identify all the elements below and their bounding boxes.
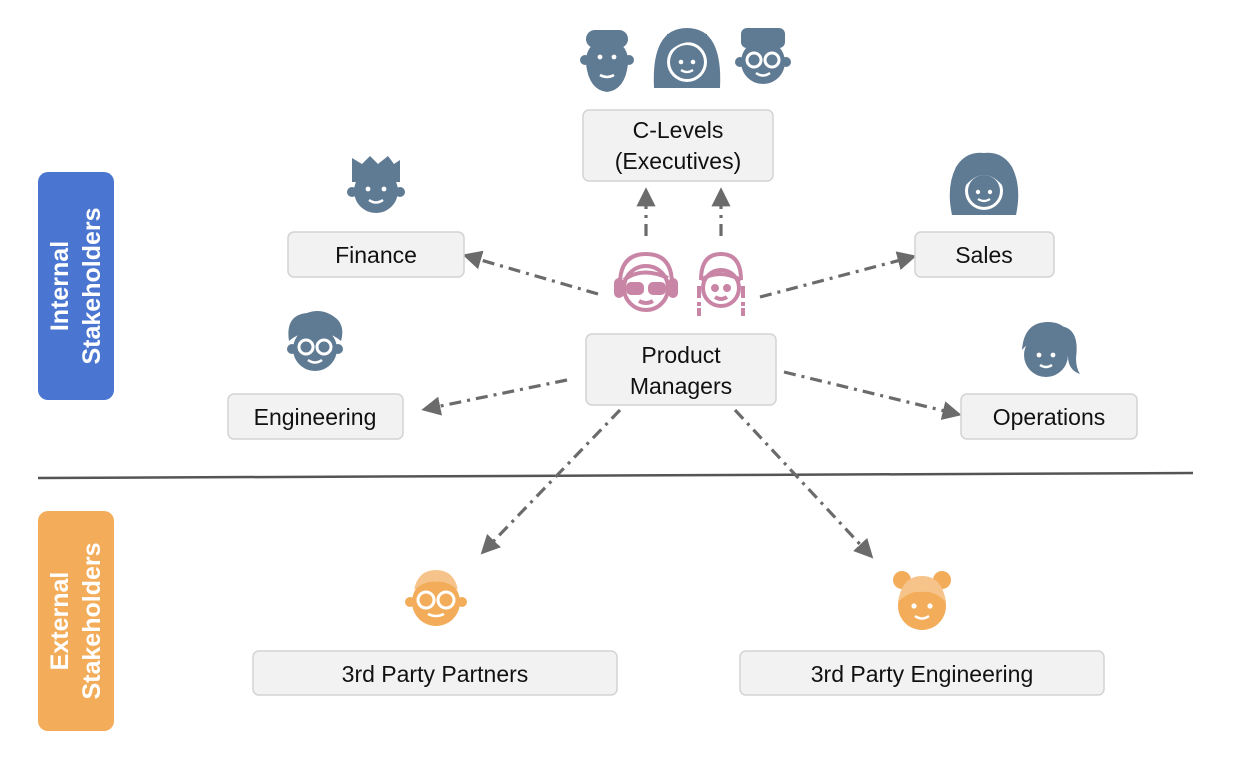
node-3rd-party-engineering: 3rd Party Engineering	[739, 650, 1105, 696]
partners-label: 3rd Party Partners	[342, 661, 529, 687]
node-finance: Finance	[287, 231, 465, 278]
pm-woman-glasses-headset-icon	[614, 251, 678, 312]
edges	[421, 187, 962, 559]
bearded-man-icon	[580, 30, 634, 92]
clevels-label-line2: (Executives)	[615, 148, 742, 174]
pm-girl-braids-icon	[697, 251, 745, 316]
engineering-label: Engineering	[254, 404, 377, 430]
edge-pm-finance	[462, 250, 599, 296]
internal-stakeholders-label: Internal Stakeholders	[38, 172, 114, 400]
internal-label-bg	[38, 172, 114, 400]
sales-box	[914, 231, 1055, 278]
product-managers-label-line1: Product	[641, 342, 721, 368]
third-eng-label: 3rd Party Engineering	[811, 661, 1033, 687]
edge-pm-sales	[759, 251, 917, 299]
engineering-box	[227, 393, 404, 440]
external-label-bg	[38, 511, 114, 731]
sales-woman-curly-icon	[949, 152, 1019, 215]
finance-man-icon	[347, 156, 405, 213]
internal-external-divider	[37, 471, 1194, 480]
external-stakeholders-label: External Stakeholders	[38, 511, 114, 731]
man-glasses-icon	[735, 28, 791, 84]
edge-pm-partners	[480, 408, 622, 555]
operations-box	[960, 393, 1138, 440]
node-3rd-party-partners: 3rd Party Partners	[252, 650, 618, 696]
external-label-line2: Stakeholders	[78, 542, 106, 699]
operations-woman-ponytail-icon	[1022, 322, 1080, 377]
sales-label: Sales	[955, 242, 1013, 268]
third-eng-girl-buns-icon	[893, 571, 951, 630]
node-clevels: C-Levels (Executives)	[582, 109, 774, 182]
engineering-man-glasses-icon	[287, 311, 343, 371]
partners-man-glasses-beard-icon	[405, 570, 467, 626]
finance-box	[287, 231, 465, 278]
external-label-line1: External	[46, 572, 74, 671]
internal-label-line2: Stakeholders	[78, 207, 106, 364]
clevels-box	[582, 109, 774, 182]
finance-label: Finance	[335, 242, 417, 268]
partners-box	[252, 650, 618, 696]
edge-pm-operations	[783, 370, 962, 420]
internal-label-line1: Internal	[46, 241, 74, 331]
clevels-label-line1: C-Levels	[633, 117, 724, 143]
edge-pm-engineering	[421, 378, 568, 416]
node-sales: Sales	[914, 231, 1055, 278]
node-operations: Operations	[960, 393, 1138, 440]
operations-label: Operations	[993, 404, 1106, 430]
product-managers-label-line2: Managers	[630, 373, 732, 399]
node-engineering: Engineering	[227, 393, 404, 440]
node-product-managers: Product Managers	[585, 333, 777, 406]
third-eng-box	[739, 650, 1105, 696]
woman-icon	[653, 28, 721, 88]
product-managers-box	[585, 333, 777, 406]
edge-pm-third-eng	[733, 408, 874, 559]
